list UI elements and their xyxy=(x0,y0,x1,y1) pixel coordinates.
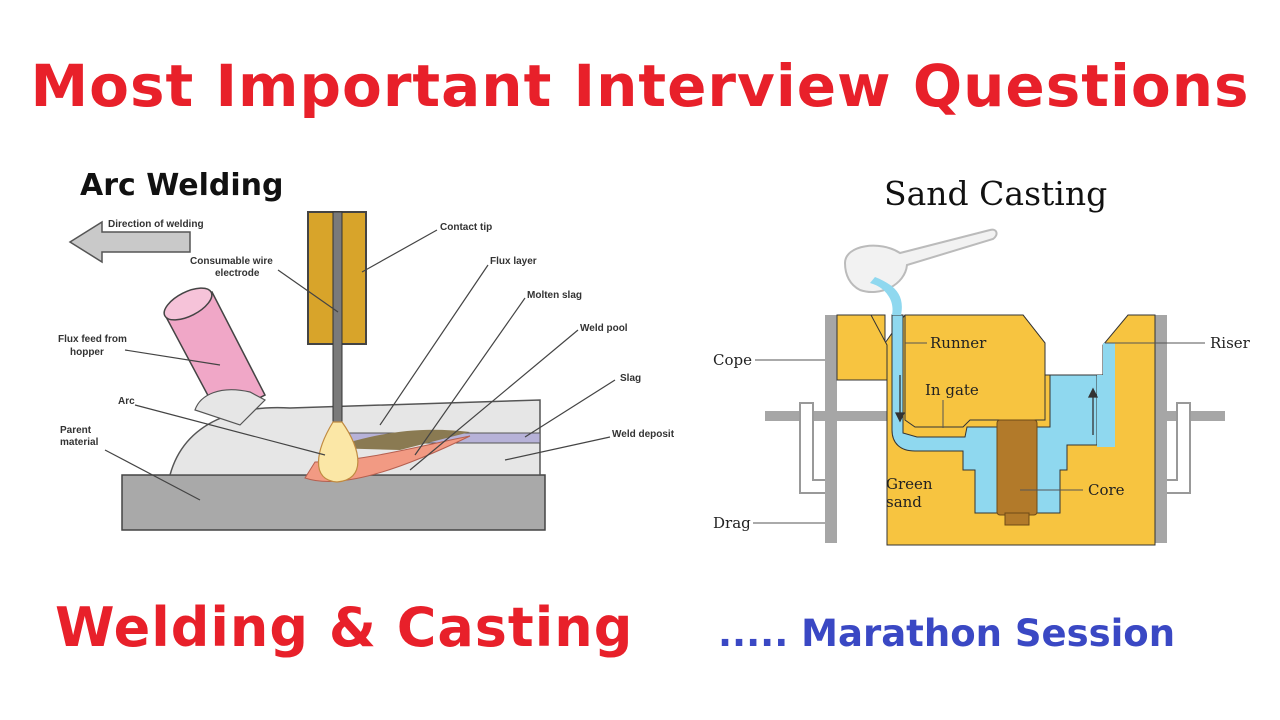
electrode xyxy=(332,211,343,423)
label-in-gate: In gate xyxy=(925,381,979,399)
direction-arrow-icon xyxy=(68,220,191,264)
label-slag: Slag xyxy=(620,373,641,384)
label-direction: Direction of welding xyxy=(108,219,204,230)
label-core: Core xyxy=(1088,481,1125,499)
core xyxy=(996,419,1038,516)
label-parent-1: Parent xyxy=(60,425,92,436)
core-base xyxy=(1004,512,1030,526)
ladle-icon xyxy=(843,228,998,315)
cope-centre xyxy=(904,314,1046,428)
label-weld-pool: Weld pool xyxy=(580,323,628,334)
parent-material xyxy=(121,474,546,531)
riser-cavity xyxy=(1097,343,1115,447)
label-green-1: Green xyxy=(886,475,933,493)
label-drag: Drag xyxy=(713,514,751,532)
welding-casting-caption: Welding & Casting xyxy=(55,596,634,659)
label-green-2: sand xyxy=(886,493,922,511)
label-flux-feed-1: Flux feed from xyxy=(58,334,127,345)
molten-slag xyxy=(330,429,470,450)
molten-metal xyxy=(891,314,1098,514)
sand-casting-title: Sand Casting xyxy=(884,174,1108,213)
label-parent-2: material xyxy=(60,437,99,448)
label-consumable-1: Consumable wire xyxy=(190,256,273,267)
label-weld-deposit: Weld deposit xyxy=(612,429,675,440)
label-molten-slag: Molten slag xyxy=(527,290,582,301)
label-arc: Arc xyxy=(118,396,135,407)
marathon-session-caption: ..... Marathon Session xyxy=(718,612,1176,655)
arc xyxy=(317,421,359,483)
label-riser: Riser xyxy=(1210,334,1251,352)
cope-sand xyxy=(836,314,888,381)
flux-hopper xyxy=(163,287,267,426)
headline: Most Important Interview Questions xyxy=(30,52,1250,120)
clamp-left xyxy=(799,402,827,494)
label-consumable-2: electrode xyxy=(215,268,260,279)
arc-welding-diagram: Direction of welding Contact tip Consuma… xyxy=(58,211,675,531)
label-flux-layer: Flux layer xyxy=(490,256,537,267)
label-cope: Cope xyxy=(713,351,752,369)
label-flux-feed-2: hopper xyxy=(70,347,104,358)
label-runner: Runner xyxy=(930,334,987,352)
label-contact-tip: Contact tip xyxy=(440,222,492,233)
clamp-right xyxy=(1163,402,1191,494)
flask-side-left xyxy=(825,315,837,543)
arc-welding-title: Arc Welding xyxy=(80,168,284,203)
flask-side-right xyxy=(1155,315,1167,543)
sand-casting-diagram: Runner Riser Cope In gate Green sand Cor… xyxy=(713,228,1251,546)
